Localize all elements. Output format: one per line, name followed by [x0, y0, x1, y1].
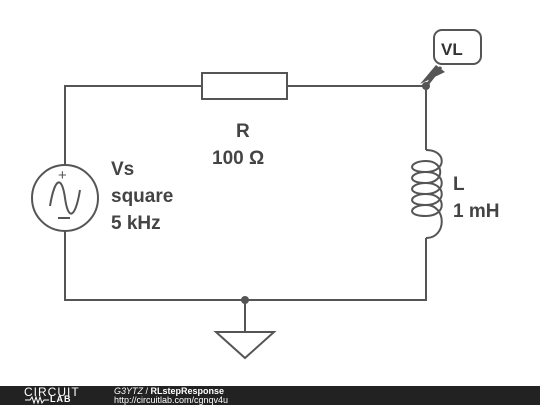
- junction-node-bottom: [241, 296, 249, 304]
- circuitlab-logo[interactable]: CIRCUIT LAB: [24, 385, 94, 405]
- schematic-canvas: + VL R 100 Ω Vs square 5 kHz L 1 mH: [31, 29, 499, 360]
- inductor-value: 1 mH: [453, 201, 499, 222]
- circuit-title[interactable]: RLstepResponse: [150, 386, 225, 396]
- inductor-name: L: [453, 174, 465, 195]
- source-frequency: 5 kHz: [111, 213, 161, 234]
- wire-right-lower: [64, 231, 427, 301]
- resistor-symbol[interactable]: [201, 72, 288, 100]
- author-name[interactable]: G3YTZ: [114, 386, 144, 396]
- footer-bar: CIRCUIT LAB G3YTZ / RLstepResponse http:…: [0, 385, 540, 405]
- inductor-symbol[interactable]: [411, 149, 443, 239]
- resistor-value: 100 Ω: [212, 148, 264, 169]
- title-separator: /: [143, 386, 151, 396]
- circuit-meta: G3YTZ / RLstepResponse http://circuitlab…: [114, 387, 228, 405]
- logo-text-top: CIRCUIT: [24, 385, 80, 399]
- wire-top-left: [64, 85, 202, 165]
- logo-text-bottom: LAB: [50, 394, 72, 404]
- logo-resistor-icon: [25, 395, 49, 405]
- circuit-url[interactable]: http://circuitlab.com/cgnqv4u: [114, 395, 229, 405]
- probe-tag: [433, 29, 482, 65]
- probe-label: VL: [441, 40, 463, 59]
- source-name: Vs: [111, 159, 134, 180]
- plus-sign: +: [58, 167, 67, 184]
- sine-wave-icon: [49, 181, 81, 215]
- ground-symbol: [213, 331, 277, 360]
- voltage-probe[interactable]: VL: [420, 29, 482, 87]
- resistor-name: R: [236, 121, 250, 142]
- voltage-source-symbol[interactable]: +: [31, 164, 99, 232]
- source-waveform: square: [111, 186, 173, 207]
- circuit-title-line: G3YTZ / RLstepResponse: [114, 387, 228, 396]
